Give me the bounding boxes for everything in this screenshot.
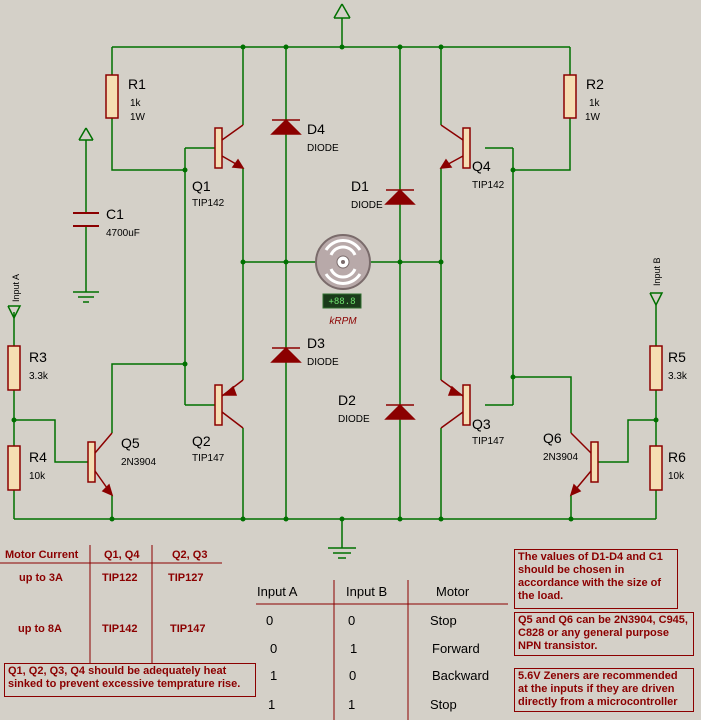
q3-part: TIP147 (472, 436, 505, 447)
transistor-q5-icon (87, 432, 114, 497)
truth-table-header-2: Motor (436, 584, 470, 599)
q4-part: TIP142 (472, 180, 505, 191)
input-a-terminal-icon (7, 305, 22, 320)
c1-ground-icon (73, 291, 99, 303)
truth-table-cell: 1 (348, 697, 356, 712)
transistor-q1-icon (214, 124, 245, 169)
r1-value: 1k (130, 98, 142, 109)
d3-part: DIODE (307, 357, 339, 368)
truth-table-header-1: Input B (346, 584, 388, 599)
truth-table-cell: 0 (348, 613, 356, 628)
r4-label: R4 (29, 449, 47, 465)
r6-label: R6 (668, 449, 686, 465)
truth-table-header-0: Input A (257, 584, 298, 599)
transistor-table-header-1: Q1, Q4 (104, 549, 140, 561)
r4-value: 10k (29, 471, 46, 482)
transistor-q6-icon (569, 432, 599, 497)
input-b-terminal-icon (649, 292, 664, 307)
truth-table-cell: Stop (430, 697, 457, 712)
input-b-label: Input B (652, 257, 662, 286)
r2-label: R2 (586, 76, 604, 92)
q2-label: Q2 (192, 433, 211, 449)
q5-part: 2N3904 (121, 457, 156, 468)
q6-part: 2N3904 (543, 452, 578, 463)
motor-icon (315, 234, 371, 309)
transistor-table-cell: TIP147 (170, 623, 206, 635)
d1-label: D1 (351, 178, 369, 194)
truth-table-cell: Backward (432, 668, 490, 683)
motor-unit-label: kRPM (329, 316, 357, 327)
truth-table-cell: 1 (350, 641, 358, 656)
d2-label: D2 (338, 392, 356, 408)
q4-label: Q4 (472, 158, 491, 174)
d2-part: DIODE (338, 414, 370, 425)
d3-label: D3 (307, 335, 325, 351)
truth-table-cell: 1 (270, 668, 278, 683)
q5-label: Q5 (121, 435, 140, 451)
r3-value: 3.3k (29, 371, 49, 382)
truth-table-lines (256, 580, 508, 720)
r1-rating: 1W (130, 112, 146, 123)
transistor-table-header-0: Motor Current (5, 549, 79, 561)
r2-value: 1k (589, 98, 601, 109)
note-heatsink: Q1, Q2, Q3, Q4 should be adequately heat… (4, 663, 256, 697)
transistor-q2-icon (214, 379, 244, 429)
q1-label: Q1 (192, 178, 211, 194)
q6-label: Q6 (543, 430, 562, 446)
transistor-q3-icon (440, 379, 471, 429)
note-diode-values: The values of D1-D4 and C1 should be cho… (514, 549, 678, 609)
d4-label: D4 (307, 121, 325, 137)
truth-table-cell: Forward (432, 641, 480, 656)
transistor-table-cell: TIP122 (102, 572, 138, 584)
truth-table-cell: Stop (430, 613, 457, 628)
ground-icon (328, 547, 356, 559)
c1-label: C1 (106, 206, 124, 222)
q2-part: TIP147 (192, 453, 225, 464)
r5-label: R5 (668, 349, 686, 365)
input-a-label: Input A (11, 274, 21, 302)
note-zeners: 5.6V Zeners are recommended at the input… (514, 668, 694, 712)
truth-table-cell: 1 (268, 697, 276, 712)
power-terminal-icon (333, 3, 351, 19)
transistor-table-cell: up to 8A (18, 623, 62, 635)
truth-table-cell: 0 (270, 641, 278, 656)
motor-display: +88.8 (328, 297, 355, 307)
transistor-table-cell: TIP127 (168, 572, 204, 584)
junction-dots (11, 44, 659, 522)
q1-part: TIP142 (192, 198, 225, 209)
diodes (270, 118, 416, 420)
d1-part: DIODE (351, 200, 383, 211)
capacitor-c1 (73, 212, 99, 227)
transistor-table-header-2: Q2, Q3 (172, 549, 208, 561)
r1-label: R1 (128, 76, 146, 92)
note-q5-q6: Q5 and Q6 can be 2N3904, C945, C828 or a… (514, 612, 694, 656)
transistor-q4-icon (439, 124, 471, 169)
r3-label: R3 (29, 349, 47, 365)
r2-rating: 1W (585, 112, 601, 123)
d4-part: DIODE (307, 143, 339, 154)
transistor-table-lines (0, 545, 222, 663)
r5-value: 3.3k (668, 371, 688, 382)
resistors (7, 74, 663, 491)
c1-terminal-icon (78, 127, 94, 141)
r6-value: 10k (668, 471, 685, 482)
q3-label: Q3 (472, 416, 491, 432)
transistor-table-cell: up to 3A (19, 572, 63, 584)
truth-table-cell: 0 (266, 613, 274, 628)
truth-table-cell: 0 (349, 668, 357, 683)
transistor-table-cell: TIP142 (102, 623, 138, 635)
c1-value: 4700uF (106, 228, 140, 239)
